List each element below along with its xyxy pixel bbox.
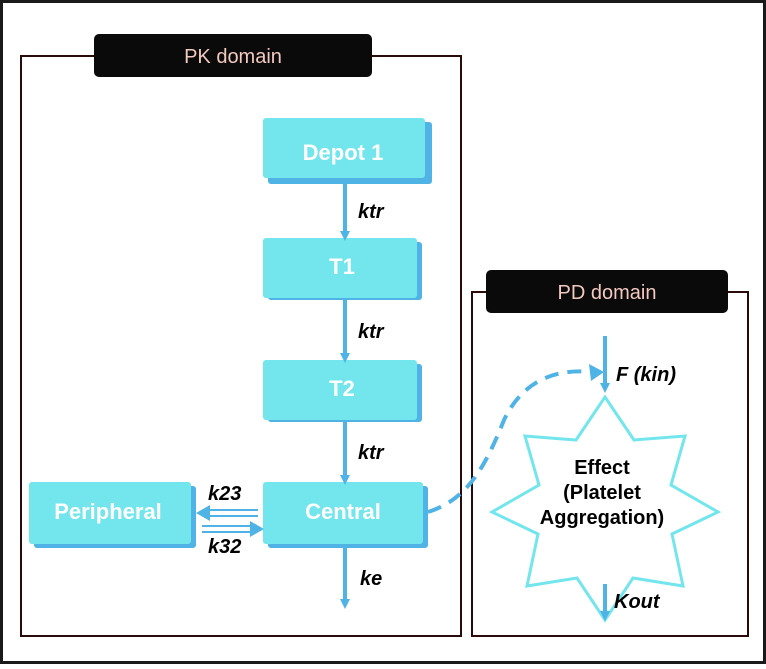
f-kin-label: F (kin)	[616, 364, 676, 386]
effect-label-line1: Effect	[574, 457, 630, 479]
t2-node: T2	[263, 360, 422, 422]
arrow-central-to-peripheral	[196, 505, 258, 521]
peripheral-label: Peripheral	[54, 499, 162, 524]
effect-label-line2: (Platelet	[563, 482, 641, 504]
ktr-label-3: ktr	[358, 442, 385, 464]
t1-label: T1	[329, 254, 355, 279]
effect-label-line3: Aggregation)	[540, 507, 664, 529]
depot1-label: Depot 1	[303, 140, 384, 165]
central-node: Central	[263, 482, 428, 548]
t2-label: T2	[329, 376, 355, 401]
ktr-label-2: ktr	[358, 321, 385, 343]
ke-label: ke	[360, 568, 382, 590]
t1-node: T1	[263, 238, 422, 300]
pk-domain-title: PK domain	[184, 46, 282, 68]
dashed-effect-link	[427, 369, 593, 514]
kout-label: Kout	[614, 591, 661, 613]
dashed-link-arrowhead	[589, 364, 604, 381]
peripheral-node: Peripheral	[29, 482, 196, 548]
pd-domain-header	[486, 270, 728, 313]
depot1-node: Depot 1	[263, 118, 432, 184]
pd-domain-title: PD domain	[558, 282, 657, 304]
arrow-peripheral-to-central	[202, 521, 264, 537]
k23-label: k23	[208, 483, 241, 505]
ktr-label-1: ktr	[358, 201, 385, 223]
central-label: Central	[305, 499, 381, 524]
k32-label: k32	[208, 536, 241, 558]
pk-domain-header	[94, 34, 372, 77]
